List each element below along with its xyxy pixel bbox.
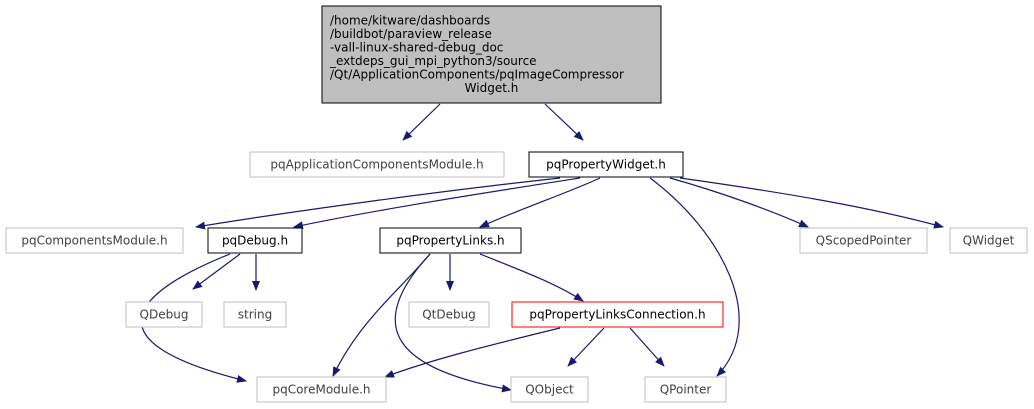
node-label: Widget.h [465, 81, 519, 95]
node-box [644, 376, 727, 403]
node-appmod[interactable]: pqApplicationComponentsModule.h [249, 151, 505, 178]
node-qwidget[interactable]: QWidget [949, 227, 1028, 254]
node-box [379, 227, 522, 254]
node-label: pqDebug.h [222, 233, 288, 247]
node-label: pqPropertyWidget.h [546, 157, 666, 171]
edge-propwidget-to-qpointer [649, 177, 740, 377]
node-label: /home/kitware/dashboards [330, 14, 490, 28]
node-scoped[interactable]: QScopedPointer [799, 227, 928, 254]
node-label: QObject [525, 382, 574, 396]
node-label: QScopedPointer [816, 233, 912, 247]
node-label: -vall-linux-shared-debug_doc [330, 41, 503, 55]
node-root: /home/kitware/dashboards/buildbot/paravi… [321, 5, 662, 104]
node-box [510, 376, 589, 403]
node-label: /Qt/ApplicationComponents/pqImageCompres… [330, 68, 624, 82]
node-label: pqApplicationComponentsModule.h [270, 157, 483, 171]
edge-proplinks-to-linksconn [479, 253, 584, 302]
edge-propwidget-to-proplinks [479, 177, 601, 228]
node-box [408, 301, 490, 328]
node-linksconn[interactable]: pqPropertyLinksConnection.h [511, 301, 724, 328]
node-box [256, 376, 387, 403]
node-qobject[interactable]: QObject [510, 376, 589, 403]
node-label: _extdeps_gui_mpi_python3/source [329, 54, 537, 68]
edge-propwidget-to-debug [293, 177, 581, 230]
node-label: QWidget [963, 233, 1015, 247]
node-proplinks[interactable]: pqPropertyLinks.h [379, 227, 522, 254]
node-box [799, 227, 928, 254]
edge-root-to-propwidget [544, 103, 584, 141]
node-label: /buildbot/paraview_release [330, 27, 492, 41]
edge-proplinks-to-qobject [394, 253, 512, 393]
node-box [528, 151, 684, 178]
edge-linksconn-to-qobject [567, 327, 605, 367]
node-box [207, 227, 303, 254]
node-string[interactable]: string [223, 301, 287, 328]
node-debug[interactable]: pqDebug.h [207, 227, 303, 254]
node-label: pqCoreModule.h [272, 382, 370, 396]
node-box [125, 301, 203, 328]
node-label: pqComponentsModule.h [21, 233, 167, 247]
node-propwidget[interactable]: pqPropertyWidget.h [528, 151, 684, 178]
edge-propwidget-to-qwidget [679, 177, 944, 229]
edge-debug-to-qdebug [192, 253, 241, 290]
node-compmod[interactable]: pqComponentsModule.h [5, 227, 184, 254]
edge-propwidget-to-scoped [669, 177, 809, 228]
node-box [249, 151, 505, 178]
node-box [949, 227, 1028, 254]
node-box [5, 227, 184, 254]
node-qpointer[interactable]: QPointer [644, 376, 727, 403]
node-label: pqPropertyLinksConnection.h [529, 307, 705, 321]
node-box [511, 301, 724, 328]
edge-linksconn-to-qpointer [629, 327, 665, 367]
edge-linksconn-to-coremod [384, 327, 561, 378]
edge-propwidget-to-compmod [195, 177, 561, 230]
node-qdebug[interactable]: QDebug [125, 301, 203, 328]
node-label: string [238, 307, 272, 321]
node-box [223, 301, 287, 328]
node-label: QDebug [140, 307, 189, 321]
node-coremod[interactable]: pqCoreModule.h [256, 376, 387, 403]
edge-root-to-appmod [402, 103, 441, 141]
node-qtdebug[interactable]: QtDebug [408, 301, 490, 328]
node-label: pqPropertyLinks.h [396, 233, 504, 247]
node-box [321, 5, 662, 104]
node-label: QPointer [660, 382, 712, 396]
node-label: QtDebug [422, 307, 476, 321]
